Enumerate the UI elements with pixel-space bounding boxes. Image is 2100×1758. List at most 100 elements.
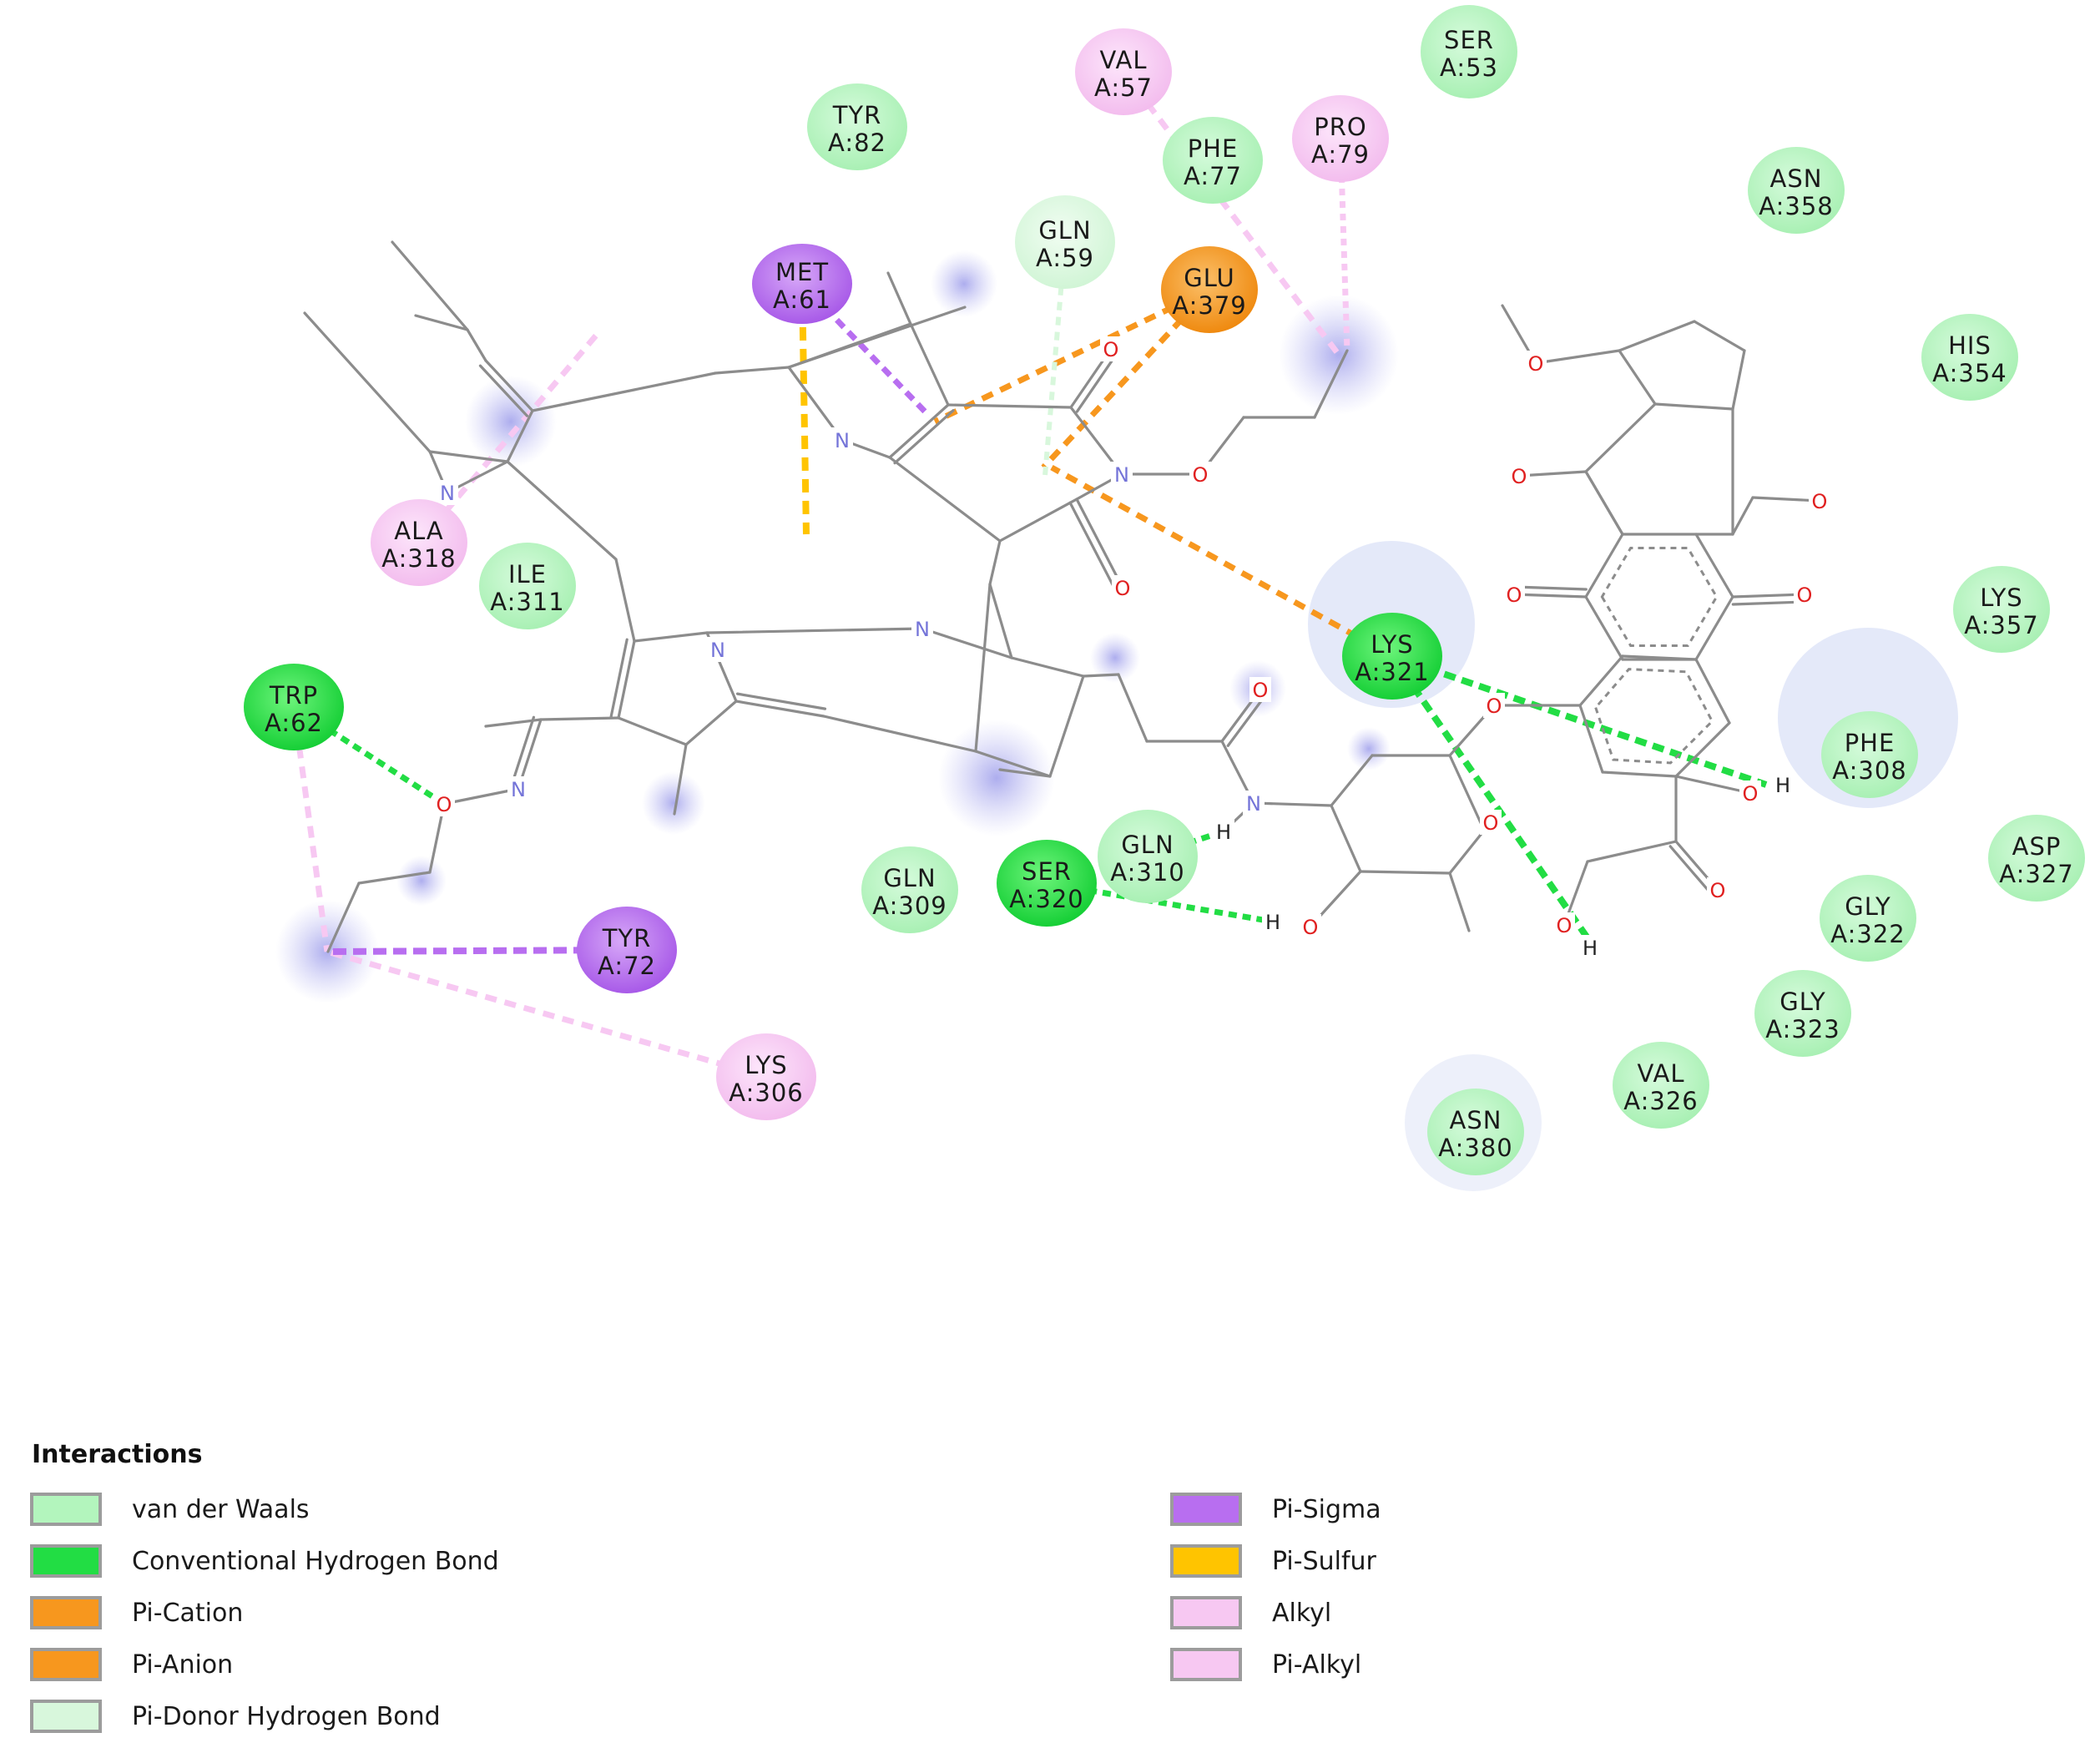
ligand-bond — [1584, 533, 1624, 599]
ligand-bond — [466, 328, 487, 362]
residue-disc — [1748, 147, 1845, 234]
aromatic-ring — [1594, 668, 1714, 765]
residue-name: TYR — [832, 101, 882, 129]
residue-disc — [1921, 314, 2018, 401]
atom-label: N — [1246, 792, 1261, 816]
ligand-bond — [1653, 402, 1734, 411]
hydrogen-bond — [1391, 653, 1768, 788]
legend-item-pisigma: Pi-Sigma — [1170, 1490, 1381, 1528]
ligand-bond — [998, 768, 1052, 778]
residue-name: PRO — [1314, 113, 1366, 141]
ligand-bond — [1693, 320, 1746, 352]
ligand-bond — [1517, 470, 1588, 477]
ligand-bond — [633, 631, 709, 643]
legend-label-vdw: van der Waals — [132, 1494, 310, 1524]
atom-mask — [1794, 582, 1815, 607]
ligand-bond — [303, 311, 432, 453]
pi-sigma-interaction — [800, 281, 929, 416]
ligand-double-bond — [893, 409, 955, 465]
atom-mask — [1213, 819, 1234, 844]
legend-swatch-pisigma — [1170, 1493, 1242, 1526]
legend-swatch-pialkyl — [1170, 1648, 1242, 1681]
interaction-legend: Interactions van der Waals Conventional … — [30, 1440, 2067, 1749]
ligand-bonds — [303, 240, 1821, 953]
ligand-bond — [1534, 349, 1621, 365]
atom-label: O — [1507, 583, 1522, 607]
ligand-bond — [1731, 496, 1754, 536]
atom-label: O — [1812, 490, 1828, 513]
atom-mask — [911, 616, 933, 641]
ligand-bond — [947, 403, 1073, 409]
atom-label: H — [1265, 911, 1280, 934]
atom-mask — [707, 637, 729, 662]
ligand-bond — [1731, 593, 1806, 599]
atom-mask — [437, 480, 458, 505]
atom-mask — [1300, 914, 1321, 939]
ligand-double-bond — [509, 715, 536, 788]
ligand-bond — [1313, 349, 1349, 419]
residue-disc — [1820, 875, 1916, 962]
ligand-bond — [1512, 593, 1588, 599]
atom-mask — [1809, 488, 1830, 513]
residue-position: A:354 — [1932, 359, 2007, 387]
ligand-bond — [506, 409, 534, 463]
ligand-double-bond — [1668, 845, 1714, 897]
ligand-bond — [357, 871, 432, 885]
residue-disc — [1821, 711, 1918, 798]
legend-swatch-pisulfur — [1170, 1544, 1242, 1578]
ligand-bond — [988, 539, 1002, 586]
atom-label: N — [511, 778, 526, 801]
legend-label-alkyl: Alkyl — [1272, 1598, 1332, 1628]
residue-name: PHE — [1845, 729, 1896, 757]
atom-label: O — [1103, 338, 1119, 361]
legend-title: Interactions — [32, 1440, 203, 1469]
residue-name: PHE — [1188, 134, 1239, 163]
residue-position: A:357 — [1964, 611, 2038, 639]
ligand-bond — [1584, 470, 1624, 536]
ligand-bond — [1252, 801, 1333, 807]
atom-mask — [1112, 575, 1133, 600]
ligand-bond — [1082, 673, 1120, 678]
ligand-bond — [428, 450, 509, 463]
ligand-bond — [1010, 656, 1085, 678]
legend-label-hbond: Conventional Hydrogen Bond — [132, 1546, 499, 1576]
residue-position: A:321 — [1355, 658, 1429, 686]
ligand-bond — [1618, 320, 1696, 352]
residue-name: ILE — [508, 560, 547, 589]
atom-label: O — [1743, 782, 1759, 806]
residue-name: TRP — [269, 681, 318, 710]
ligand-double-bond — [1731, 600, 1806, 606]
residue-disc — [1098, 810, 1198, 903]
atom-label: O — [1557, 914, 1572, 937]
ligand-bond — [1117, 673, 1148, 743]
residue-disc — [752, 244, 852, 324]
legend-label-pianion: Pi-Anion — [132, 1649, 234, 1680]
atom-mask — [1579, 935, 1601, 960]
ligand-bond — [1618, 349, 1657, 406]
atom-mask — [1525, 351, 1547, 376]
ligand-bond — [1448, 754, 1484, 828]
residue-name: MET — [775, 258, 829, 286]
ligand-bond — [484, 359, 534, 412]
residue-position: A:322 — [1830, 920, 1905, 948]
residue-disc — [371, 499, 467, 586]
residue-position: A:61 — [773, 285, 831, 314]
legend-label-pialkyl: Pi-Alkyl — [1272, 1649, 1362, 1680]
ligand-bond — [1330, 754, 1374, 807]
ligand-bond — [1578, 654, 1624, 707]
atom-mask — [1111, 462, 1133, 487]
residue-position: A:308 — [1832, 756, 1906, 785]
ligand-bond — [705, 627, 924, 634]
residue-position: A:318 — [381, 544, 456, 573]
alkyl-interaction — [1337, 138, 1350, 351]
atom-halo — [642, 771, 705, 835]
atom-label: O — [1487, 695, 1502, 718]
atom-label: H — [1583, 937, 1598, 960]
